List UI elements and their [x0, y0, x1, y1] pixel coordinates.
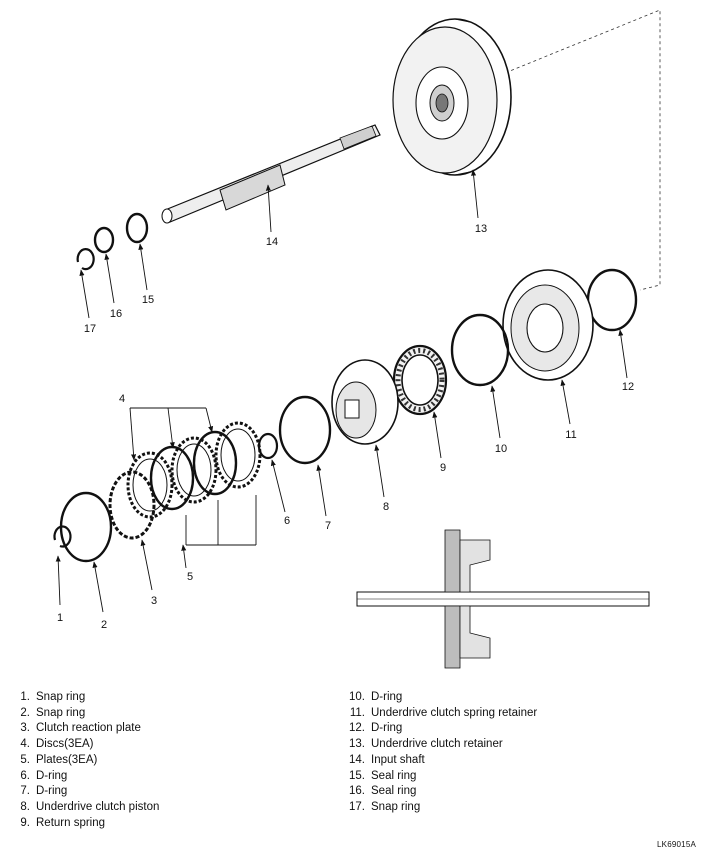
legend-label: D-ring	[36, 769, 68, 782]
legend-item: 14. Input shaft	[345, 753, 537, 769]
disc-plate-stack	[126, 421, 262, 519]
bracket-5	[185, 495, 257, 546]
legend-label: Underdrive clutch retainer	[371, 738, 503, 751]
legend-label: Seal ring	[371, 785, 417, 798]
legend-left: 1. Snap ring 2. Snap ring 3. Clutch reactio…	[10, 690, 159, 831]
callout-16: 16	[110, 308, 122, 320]
callout-14: 14	[266, 236, 278, 248]
legend-num: 6.	[20, 769, 30, 782]
legend-num: 7.	[20, 785, 30, 798]
d-ring-10	[450, 313, 510, 387]
callout-6: 6	[284, 515, 290, 527]
callout-12: 12	[622, 381, 634, 393]
legend-label: Snap ring	[371, 800, 421, 813]
legend-num: 8.	[20, 800, 30, 813]
legend-item: 17. Snap ring	[345, 800, 537, 816]
input-shaft	[161, 124, 381, 224]
legend-label: Input shaft	[371, 753, 425, 766]
legend-item: 4. Discs(3EA)	[10, 737, 159, 753]
legend-label: D-ring	[371, 691, 403, 703]
legend-label: D-ring	[36, 785, 68, 798]
legend-label: Return spring	[36, 816, 106, 829]
legend-label: D-ring	[371, 722, 403, 735]
legend-item: 16. Seal ring	[345, 784, 537, 800]
legend-num: 10.	[349, 691, 365, 703]
callout-8: 8	[383, 501, 389, 513]
callout-17: 17	[84, 323, 96, 335]
bracket-4	[129, 407, 214, 461]
callout-4: 4	[119, 393, 125, 405]
legend-num: 12.	[349, 722, 365, 735]
legend-label: Underdrive clutch spring retainer	[371, 706, 538, 719]
cross-section-view	[356, 529, 650, 669]
clutch-reaction-plate	[108, 470, 156, 540]
callout-1: 1	[57, 612, 63, 624]
legend-item: 11. Underdrive clutch spring retainer	[345, 706, 537, 722]
guide-dashed-line	[499, 9, 661, 291]
legend-label: Discs(3EA)	[36, 738, 94, 751]
seal-ring-15	[125, 212, 149, 244]
legend-item: 3. Clutch reaction plate	[10, 721, 159, 737]
legend-num: 17.	[349, 800, 365, 813]
return-spring	[392, 344, 448, 416]
legend-item: 13. Underdrive clutch retainer	[345, 737, 537, 753]
callout-11: 11	[565, 429, 576, 441]
d-ring-7	[278, 395, 332, 465]
d-ring-12	[586, 268, 638, 332]
legend-label: Snap ring	[36, 706, 86, 719]
legend-num: 1.	[20, 691, 30, 703]
snap-ring-2	[59, 491, 113, 563]
callout-leaders	[55, 169, 628, 613]
callout-5: 5	[187, 571, 193, 583]
underdrive-clutch-retainer	[392, 18, 512, 176]
legend-item: 8. Underdrive clutch piston	[10, 800, 159, 816]
legend-item: 2. Snap ring	[10, 706, 159, 722]
callout-13: 13	[475, 223, 487, 235]
legend-item: 12. D-ring	[345, 721, 537, 737]
legend-item: 1. Snap ring	[10, 690, 159, 706]
legend-num: 5.	[20, 753, 30, 766]
legend-right: 10. D-ring 11. Underdrive clutch spring re…	[345, 690, 537, 816]
legend-item: 7. D-ring	[10, 784, 159, 800]
legend-num: 16.	[349, 785, 365, 798]
legend-num: 15.	[349, 769, 365, 782]
underdrive-clutch-piston	[331, 359, 399, 445]
figure-code: LK69015A	[657, 840, 696, 849]
legend-num: 9.	[20, 816, 30, 829]
callout-2: 2	[101, 619, 107, 631]
callout-10: 10	[495, 443, 507, 455]
legend-item: 6. D-ring	[10, 769, 159, 785]
exploded-view-diagram: 1 2 3 4 5 6 7 8 9 10 11 12 13 14 15 16 1…	[53, 9, 661, 669]
legend-item: 5. Plates(3EA)	[10, 753, 159, 769]
legend-item: 15. Seal ring	[345, 769, 537, 785]
legend-label: Plates(3EA)	[36, 753, 98, 766]
legend-num: 4.	[20, 738, 30, 751]
legend-label: Snap ring	[36, 691, 86, 703]
legend-num: 13.	[349, 738, 365, 751]
legend-num: 3.	[20, 722, 30, 735]
legend-num: 2.	[20, 706, 30, 719]
callout-15: 15	[142, 294, 154, 306]
snap-ring-17	[76, 248, 95, 271]
legend-label: Clutch reaction plate	[36, 722, 141, 735]
callout-9: 9	[440, 462, 446, 474]
legend-label: Seal ring	[371, 769, 417, 782]
callout-3: 3	[151, 595, 157, 607]
legend-num: 11.	[349, 706, 365, 719]
underdrive-clutch-spring-retainer	[502, 269, 594, 381]
legend-item: 9. Return spring	[10, 816, 159, 832]
callout-7: 7	[325, 520, 331, 532]
snap-ring-1	[53, 525, 72, 548]
d-ring-6	[257, 432, 279, 460]
legend-num: 14.	[349, 753, 365, 766]
legend-label: Underdrive clutch piston	[36, 800, 160, 813]
legend-item: 10. D-ring	[345, 690, 537, 706]
seal-ring-16	[93, 226, 115, 254]
